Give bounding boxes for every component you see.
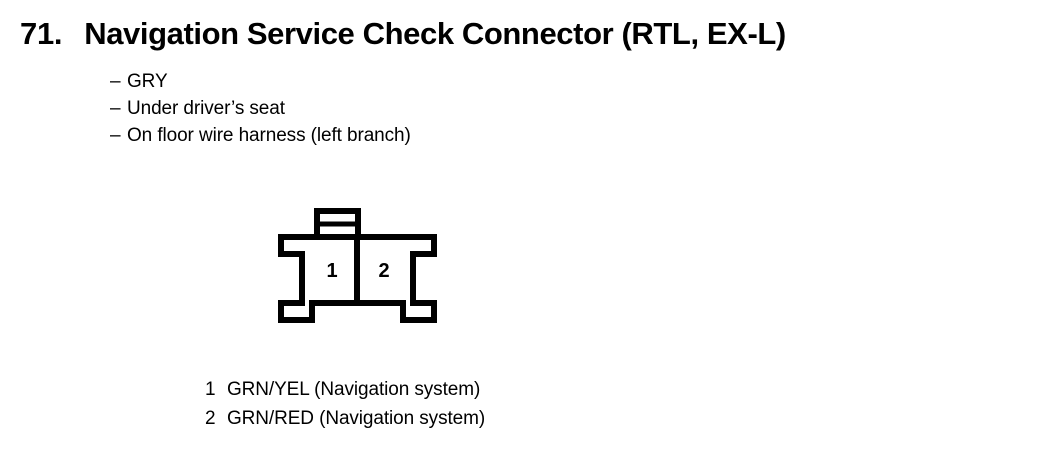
connector-diagram: 1 2: [265, 198, 455, 333]
spec-text-color: GRY: [127, 71, 168, 92]
spec-text-harness: On floor wire harness (left branch): [127, 125, 411, 146]
pin-legend: 1 GRN/YEL (Navigation system) 2 GRN/RED …: [205, 375, 485, 433]
legend-row: 1 GRN/YEL (Navigation system): [205, 375, 485, 404]
connector-spec-list: – GRY – Under driver’s seat – On floor w…: [110, 68, 411, 149]
dash-bullet-icon: –: [110, 71, 121, 92]
spec-item-harness: – On floor wire harness (left branch): [110, 122, 411, 149]
legend-pin-number: 2: [205, 408, 216, 429]
legend-row: 2 GRN/RED (Navigation system): [205, 404, 485, 433]
cavity-number-2: 2: [378, 260, 389, 282]
connector-outline: 1 2: [278, 208, 437, 323]
dash-bullet-icon: –: [110, 125, 121, 146]
legend-pin-description: GRN/RED (Navigation system): [227, 408, 486, 429]
dash-bullet-icon: –: [110, 98, 121, 119]
legend-pin-description: GRN/YEL (Navigation system): [227, 379, 481, 400]
spec-item-color: – GRY: [110, 68, 411, 95]
spec-text-location: Under driver’s seat: [127, 98, 285, 119]
spec-item-location: – Under driver’s seat: [110, 95, 411, 122]
section-title: Navigation Service Check Connector (RTL,…: [84, 16, 786, 51]
legend-pin-number: 1: [205, 379, 216, 400]
cavity-number-1: 1: [326, 260, 337, 282]
section-number: 71.: [20, 16, 63, 51]
page-title: 71. Navigation Service Check Connector (…: [20, 18, 786, 49]
